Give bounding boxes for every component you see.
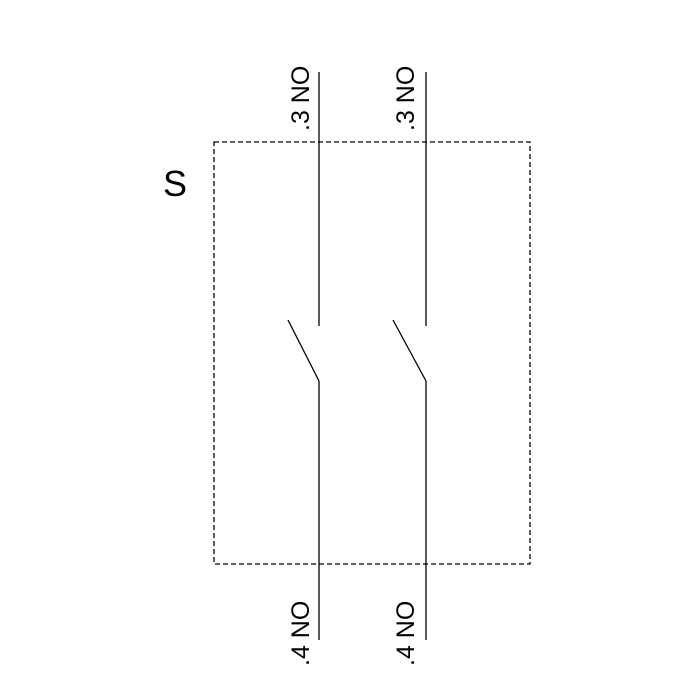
device-enclosure bbox=[213, 141, 531, 565]
contact-1-top-terminal: .3 NO bbox=[287, 66, 315, 131]
contact-1-switch-blade bbox=[287, 319, 320, 382]
contact-2-top-terminal: .3 NO bbox=[392, 66, 420, 131]
contact-1: .3 NO .4 NO bbox=[287, 66, 320, 666]
contact-2-switch-blade bbox=[392, 319, 427, 382]
contact-2-bottom-terminal: .4 NO bbox=[392, 601, 420, 666]
contact-1-bottom-terminal: .4 NO bbox=[287, 601, 315, 666]
contact-2: .3 NO .4 NO bbox=[392, 66, 427, 666]
device-label: S bbox=[163, 163, 187, 204]
